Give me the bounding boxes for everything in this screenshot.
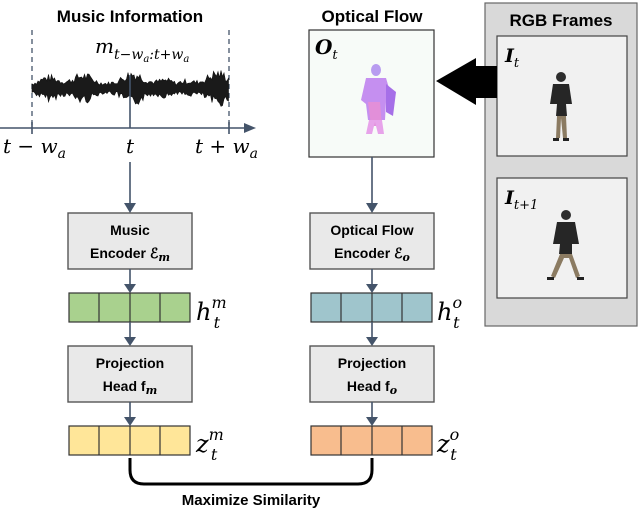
time-axis-arrowhead: [244, 123, 256, 133]
optical-flow-label: Ot: [315, 35, 338, 63]
axis-label-right: t + wa: [195, 134, 258, 162]
music-encoder-line1: Music: [110, 222, 150, 238]
flow-arrowhead-2: [366, 284, 378, 293]
music-window-label: mt−wa:t+wa: [95, 34, 189, 65]
flow-arrowhead-3: [366, 337, 378, 346]
person-figure-t: [550, 72, 572, 141]
music-arrowhead-3: [124, 337, 136, 346]
flow-arrowhead-4: [366, 417, 378, 426]
optical-flow-encoder-line1: Optical Flow: [330, 222, 413, 238]
flow-projection-head-line2: Head fo: [347, 378, 397, 397]
similarity-bracket: [128, 458, 374, 486]
person-figure-t1: [547, 210, 584, 280]
rgb-frame-t-label: It: [504, 45, 520, 71]
music-encoder-line2: Encoder ℰm: [90, 245, 170, 264]
music-projection-head-box: [67, 345, 193, 403]
music-arrowhead-4: [124, 417, 136, 426]
optical-flow-title: Optical Flow: [321, 7, 423, 26]
flow-embedding-vector: [310, 292, 433, 323]
flow-arrowhead-1: [366, 203, 378, 213]
flow-projection-head-box: [309, 345, 435, 403]
music-embedding-vector: [68, 292, 191, 323]
flow-projection-vector: [310, 425, 433, 456]
rgb-frame-t1-label: It+1: [504, 187, 538, 213]
music-projection-vector: [68, 425, 191, 456]
axis-label-left: t − wa: [3, 134, 66, 162]
music-projection-head-line1: Projection: [96, 355, 164, 371]
music-projection-head-line2: Head fm: [103, 378, 157, 397]
flow-projection-head-line1: Projection: [338, 355, 406, 371]
rgb-frames-title: RGB Frames: [510, 11, 613, 30]
music-information-title: Music Information: [57, 7, 203, 26]
axis-label-mid: t: [126, 134, 135, 158]
maximize-similarity-label: Maximize Similarity: [182, 492, 321, 509]
music-arrowhead-2: [124, 284, 136, 293]
optical-flow-encoder-line2: Encoder ℰo: [334, 245, 410, 264]
music-arrowhead-1: [124, 203, 136, 213]
big-left-arrow: [436, 58, 497, 105]
flow-silhouette: [361, 64, 396, 134]
